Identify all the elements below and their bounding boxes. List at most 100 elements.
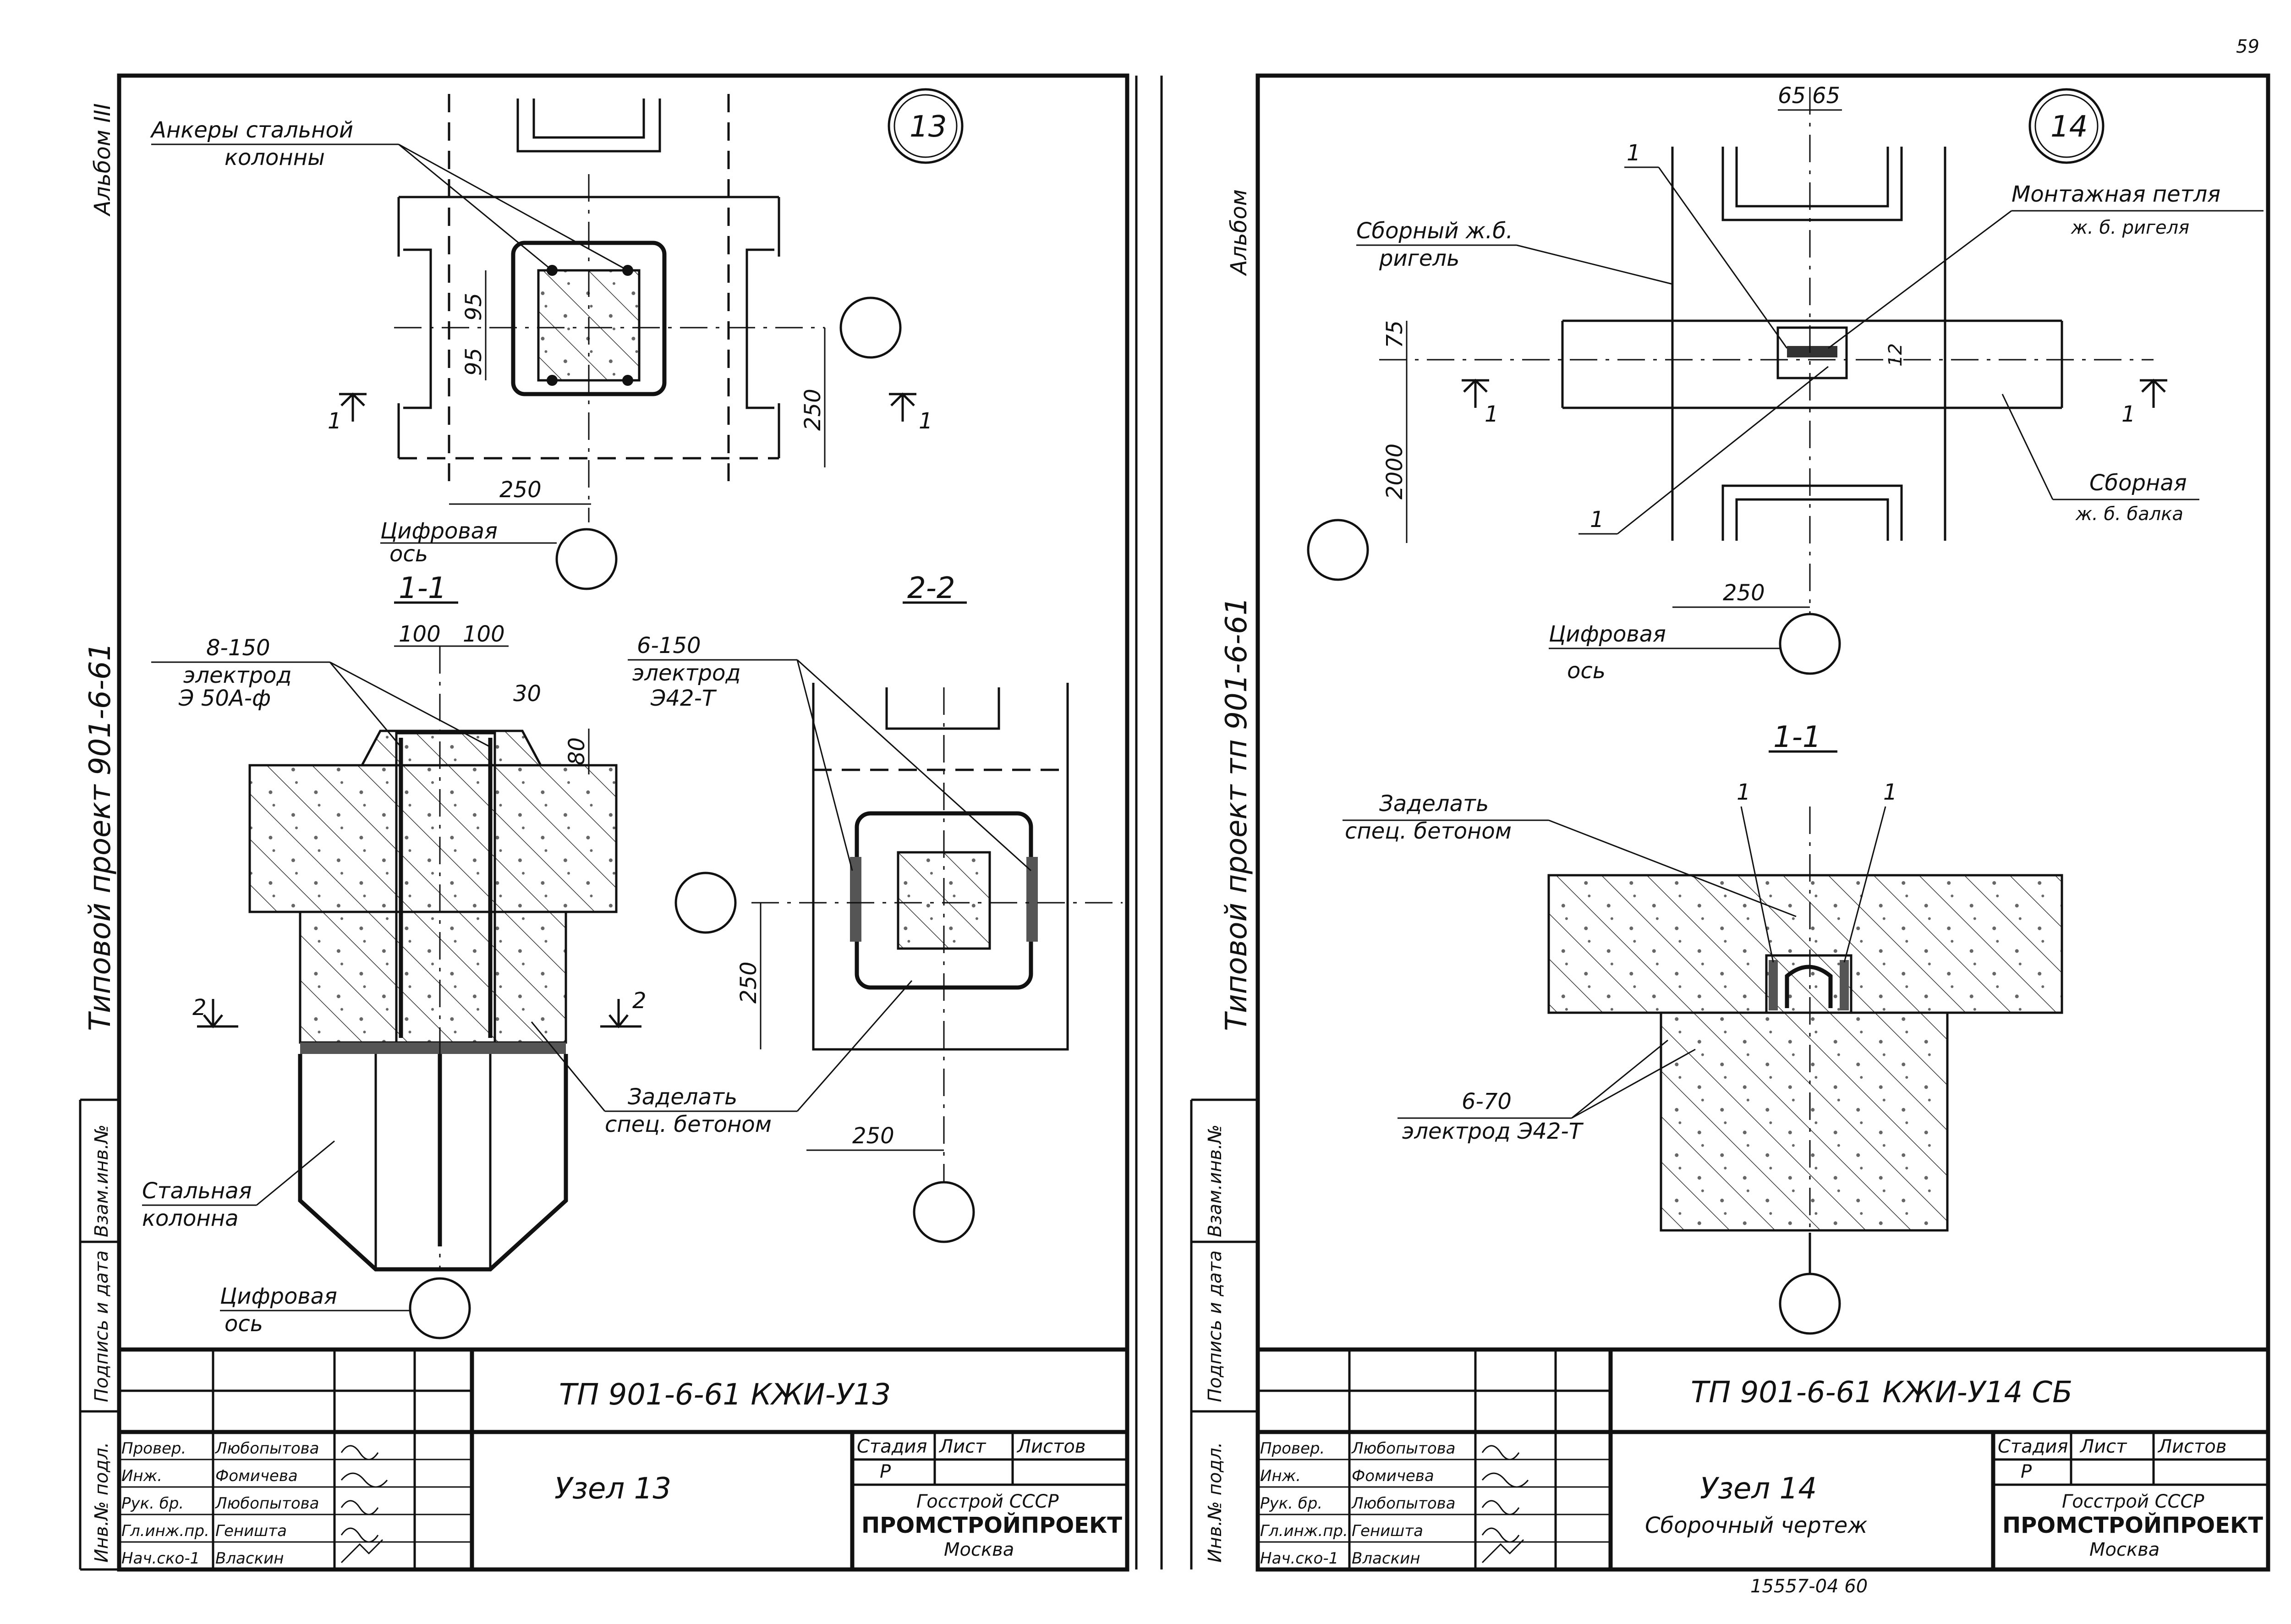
- dim-75: 75: [1382, 320, 1408, 348]
- name-2: Фомичева: [215, 1467, 298, 1485]
- weld-label-6-150: 6-150: [637, 633, 701, 658]
- role-1: Провер.: [121, 1439, 186, 1458]
- right-album-label: Альбом: [1226, 189, 1252, 276]
- left-album-label: Альбом III: [90, 103, 115, 217]
- org-1-r: Госстрой СССР: [2062, 1491, 2204, 1512]
- dim-250-r: 250: [1723, 580, 1765, 606]
- sheet-header-r: Лист: [2079, 1436, 2127, 1457]
- dim-80: 80: [564, 737, 590, 765]
- girder-label-1: Сборный ж.б.: [1356, 218, 1513, 244]
- axis-bubble: [674, 872, 737, 934]
- weld-label-electrode-r: электрод Э42-Т: [1402, 1119, 1584, 1144]
- role-5: Нач.ско-1: [121, 1549, 200, 1568]
- name-5-r: Власкин: [1352, 1549, 1420, 1568]
- callout-1-b: 1: [1590, 507, 1604, 532]
- anchors-label-2: колонны: [225, 145, 325, 170]
- axis-label-2-r: ось: [1567, 658, 1606, 684]
- dim-100-b: 100: [463, 621, 505, 647]
- role-4: Гл.инж.пр.: [121, 1522, 209, 1540]
- role-4-r: Гл.инж.пр.: [1260, 1522, 1348, 1540]
- girder-label-2: ригель: [1379, 246, 1459, 271]
- name-1-r: Любопытова: [1351, 1439, 1456, 1458]
- beam-label-2: ж. б. балка: [2075, 504, 2183, 525]
- left-title-block: Провер. Инж. Рук. бр. Гл.инж.пр. Нач.ско…: [117, 1347, 1129, 1572]
- role-5-r: Нач.ско-1: [1260, 1549, 1338, 1568]
- section-title-1-1: 1-1: [399, 571, 447, 605]
- node-13-number: 13: [910, 110, 947, 144]
- margin-label-replace: Взам.инв.№: [91, 1125, 112, 1237]
- base-plate: [300, 1042, 566, 1054]
- name-4: Геништа: [215, 1522, 287, 1540]
- org-3-r: Москва: [2089, 1539, 2159, 1560]
- stamp-code-14: ТП 901-6-61 КЖИ-У14 СБ: [1691, 1376, 2072, 1410]
- margin-label-inv-r: Инв.№ подл.: [1205, 1442, 1226, 1563]
- name-5: Власкин: [215, 1549, 284, 1568]
- plan-14: 65 65 1 1 Сборный ж.б. ригель Монтажная …: [1307, 83, 2264, 684]
- fill-label-2: спец. бетоном: [605, 1112, 772, 1137]
- fill-label-2-r: спец. бетоном: [1345, 818, 1512, 844]
- axis-bubble: [913, 1181, 975, 1243]
- anchor-bolt: [547, 375, 558, 386]
- beam-label-1: Сборная: [2089, 470, 2187, 496]
- dim-95-a: 95: [461, 293, 487, 321]
- role-3: Рук. бр.: [121, 1494, 184, 1513]
- axis-label-2-s: ось: [225, 1311, 263, 1337]
- axis-bubble: [839, 296, 902, 359]
- name-1: Любопытова: [214, 1439, 319, 1458]
- sheets-header-r: Листов: [2157, 1436, 2226, 1457]
- girder-section: [1547, 874, 2063, 1014]
- dim-250-v: 250: [800, 389, 826, 431]
- axis-label-1: Цифровая: [380, 518, 498, 544]
- fill-label-1: Заделать: [628, 1084, 737, 1110]
- name-3: Любопытова: [214, 1494, 319, 1513]
- weld-plate: [850, 857, 861, 942]
- weld-plate: [1026, 857, 1038, 942]
- dim-65-a: 65: [1778, 83, 1806, 109]
- axis-label-1-s: Цифровая: [220, 1284, 337, 1309]
- margin-label-sign: Подпись и дата: [91, 1251, 112, 1402]
- axis-bubble: [1779, 1273, 1841, 1335]
- stage-header: Стадия: [857, 1436, 927, 1457]
- dim-250-h: 250: [499, 477, 542, 503]
- anchor-bolt: [622, 375, 633, 386]
- name-4-r: Геништа: [1352, 1522, 1423, 1540]
- org-3: Москва: [944, 1539, 1014, 1560]
- org-2-r: ПРОМСТРОЙПРОЕКТ: [2002, 1512, 2263, 1538]
- section-mark-1-left-r: 1: [1485, 401, 1499, 427]
- section-title-2-2: 2-2: [907, 571, 955, 605]
- role-1-r: Провер.: [1260, 1439, 1325, 1458]
- dim-2000: 2000: [1382, 444, 1408, 499]
- left-sheet: Инв.№ подл. Подпись и дата Взам.инв.№ Ти…: [79, 73, 1138, 1572]
- sheets-header: Листов: [1016, 1436, 1085, 1457]
- node-13-circle: [888, 88, 964, 164]
- node-14-number: 14: [2050, 110, 2088, 144]
- stage-value: Р: [880, 1461, 891, 1482]
- stamp-title-14-1: Узел 14: [1700, 1472, 1817, 1506]
- weld-joint: [1765, 954, 1853, 1014]
- role-3-r: Рук. бр.: [1260, 1494, 1322, 1513]
- axis-bubble: [1779, 613, 1841, 675]
- dim-250-v-2: 250: [736, 961, 762, 1004]
- section-mark-2-left: 2: [192, 995, 207, 1020]
- weld-label-electrode-2: электрод: [632, 660, 741, 686]
- section-mark-1-right-r: 1: [2121, 401, 2136, 427]
- sheet-header: Лист: [938, 1436, 987, 1457]
- callout-1-c: 1: [1737, 779, 1751, 805]
- beam-section: [1660, 1011, 1949, 1232]
- name-2-r: Фомичева: [1352, 1467, 1434, 1485]
- role-2: Инж.: [121, 1467, 162, 1485]
- dim-95-b: 95: [461, 348, 487, 376]
- page-number: 59: [2236, 36, 2259, 57]
- dim-65-b: 65: [1812, 83, 1840, 109]
- mounting-loop: [1776, 326, 1848, 379]
- section-mark-1-left: 1: [328, 408, 342, 434]
- loop-label-1: Монтажная петля: [2011, 181, 2220, 207]
- section-mark-2-right: 2: [632, 988, 647, 1014]
- slab-section: [248, 764, 618, 913]
- fill-label-1-r: Заделать: [1379, 791, 1489, 817]
- signature-marks: [1481, 1445, 1529, 1564]
- section-title-14: 1-1: [1773, 720, 1821, 754]
- right-project-label: Типовой проект тп 901-6-61: [1220, 597, 1254, 1031]
- stage-value-r: Р: [2021, 1461, 2032, 1482]
